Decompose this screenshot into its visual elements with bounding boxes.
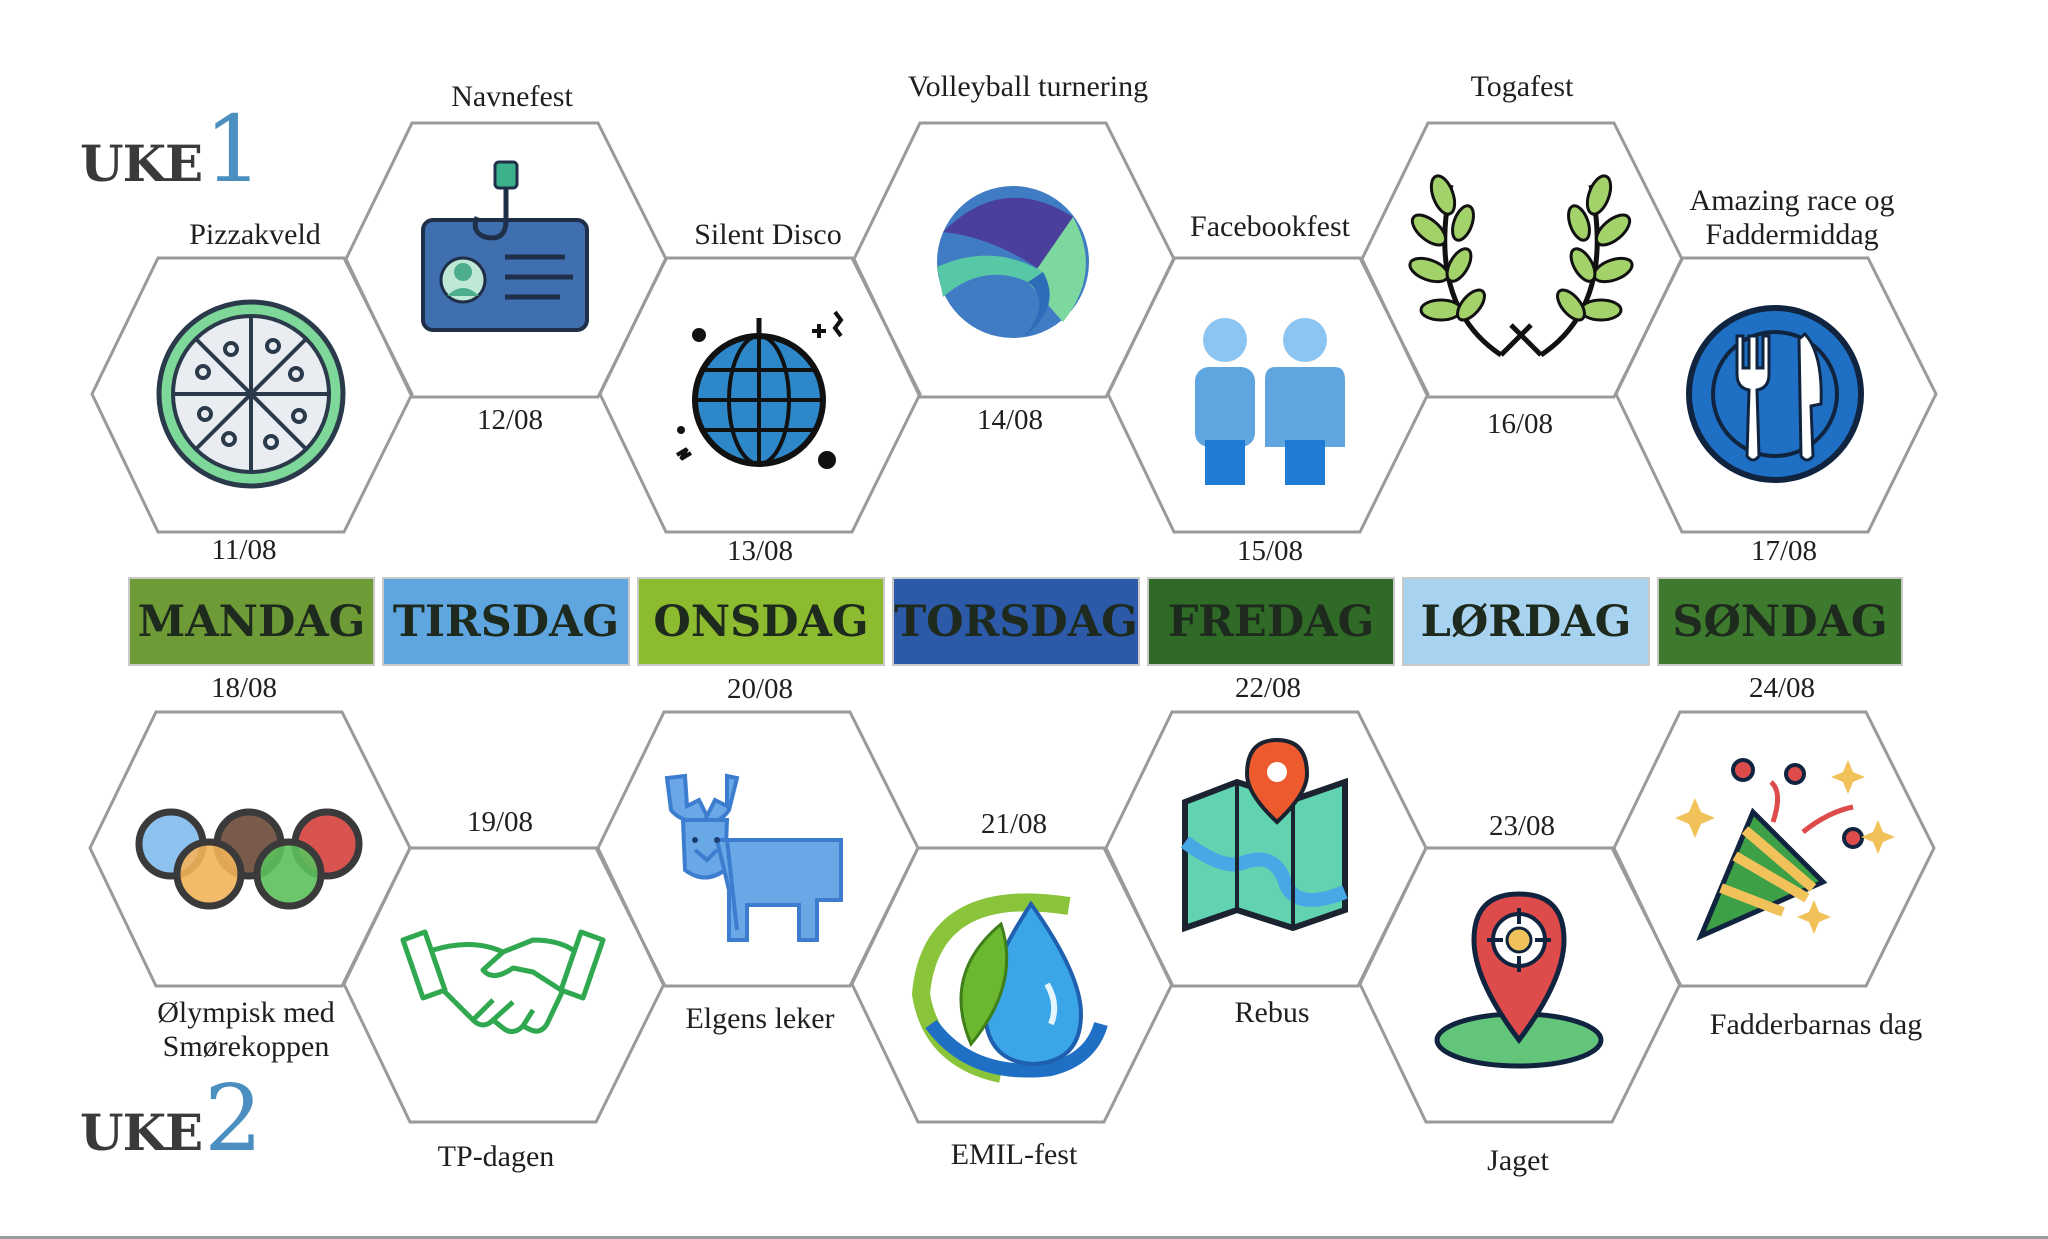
laurel-wreath-icon (1408, 174, 1634, 358)
event-date-w2-5: 22/08 (1234, 672, 1302, 704)
event-title-w1-1: Pizzakveld (189, 218, 321, 251)
event-title-w1-5: Facebookfest (1190, 210, 1350, 243)
hexagon (1360, 121, 1684, 399)
day-saturday: LØRDAG (1402, 577, 1650, 666)
people-icon (1195, 318, 1345, 485)
event-title-w2-4: EMIL-fest (950, 1138, 1078, 1171)
olympic-rings-icon (135, 808, 363, 910)
event-date-w2-6: 23/08 (1488, 810, 1556, 842)
event-date-w2-3: 20/08 (726, 673, 794, 705)
day-monday: MANDAG (128, 577, 375, 666)
hexagon (342, 846, 666, 1124)
name-badge-icon (421, 160, 589, 332)
target-location-icon (1434, 891, 1604, 1069)
hexagon (344, 121, 668, 399)
event-date-w1-6: 16/08 (1486, 408, 1554, 440)
event-title-w1-6: Togafest (1470, 70, 1574, 103)
divider (0, 1236, 2048, 1239)
week1-number: 1 (204, 96, 263, 203)
handshake-icon (400, 929, 606, 1034)
party-popper-icon (1675, 758, 1895, 941)
day-sunday: SØNDAG (1657, 577, 1903, 666)
map-pin-icon (1180, 737, 1348, 933)
event-date-w1-3: 13/08 (726, 535, 794, 567)
event-title-w1-4: Volleyball turnering (907, 70, 1149, 103)
week1-heading: UKE1 (80, 96, 263, 203)
event-title-w1-3: Silent Disco (694, 218, 842, 251)
event-title-w1-2: Navnefest (451, 80, 573, 113)
event-date-w1-5: 15/08 (1236, 535, 1304, 567)
plate-cutlery-icon (1686, 305, 1864, 483)
event-title-w2-1: Ølympisk med Smørekoppen (157, 996, 335, 1063)
event-title-w2-5: Rebus (1234, 996, 1310, 1029)
moose-icon (664, 773, 843, 942)
event-date-w2-7: 24/08 (1748, 672, 1816, 704)
event-title-w2-3: Elgens leker (685, 1002, 835, 1035)
week2-heading: UKE2 (80, 1065, 263, 1172)
event-date-w2-4: 21/08 (980, 808, 1048, 840)
week2-label: UKE (80, 1103, 203, 1162)
volleyball-icon (937, 186, 1089, 338)
day-friday: FREDAG (1147, 577, 1395, 666)
pizza-icon (156, 299, 346, 489)
event-date-w1-4: 14/08 (976, 404, 1044, 436)
event-date-w2-2: 19/08 (466, 806, 534, 838)
event-date-w2-1: 18/08 (210, 672, 278, 704)
day-tuesday: TIRSDAG (382, 577, 630, 666)
event-date-w1-7: 17/08 (1750, 535, 1818, 567)
event-title-w1-7: Amazing race og Faddermiddag (1689, 184, 1895, 251)
week2-number: 2 (204, 1065, 263, 1172)
week1-label: UKE (80, 134, 203, 193)
event-date-w1-2: 12/08 (476, 404, 544, 436)
event-title-w2-7: Fadderbarnas dag (1709, 1008, 1923, 1041)
disco-ball-icon (675, 310, 844, 469)
hexagon (1358, 846, 1682, 1124)
water-leaf-icon (911, 893, 1108, 1083)
event-date-w1-1: 11/08 (211, 534, 277, 566)
hexagon (850, 846, 1174, 1124)
day-wednesday: ONSDAG (637, 577, 885, 666)
event-title-w2-2: TP-dagen (437, 1140, 555, 1173)
day-thursday: TORSDAG (892, 577, 1140, 666)
event-title-w2-6: Jaget (1487, 1144, 1549, 1177)
hexagon (852, 121, 1176, 399)
